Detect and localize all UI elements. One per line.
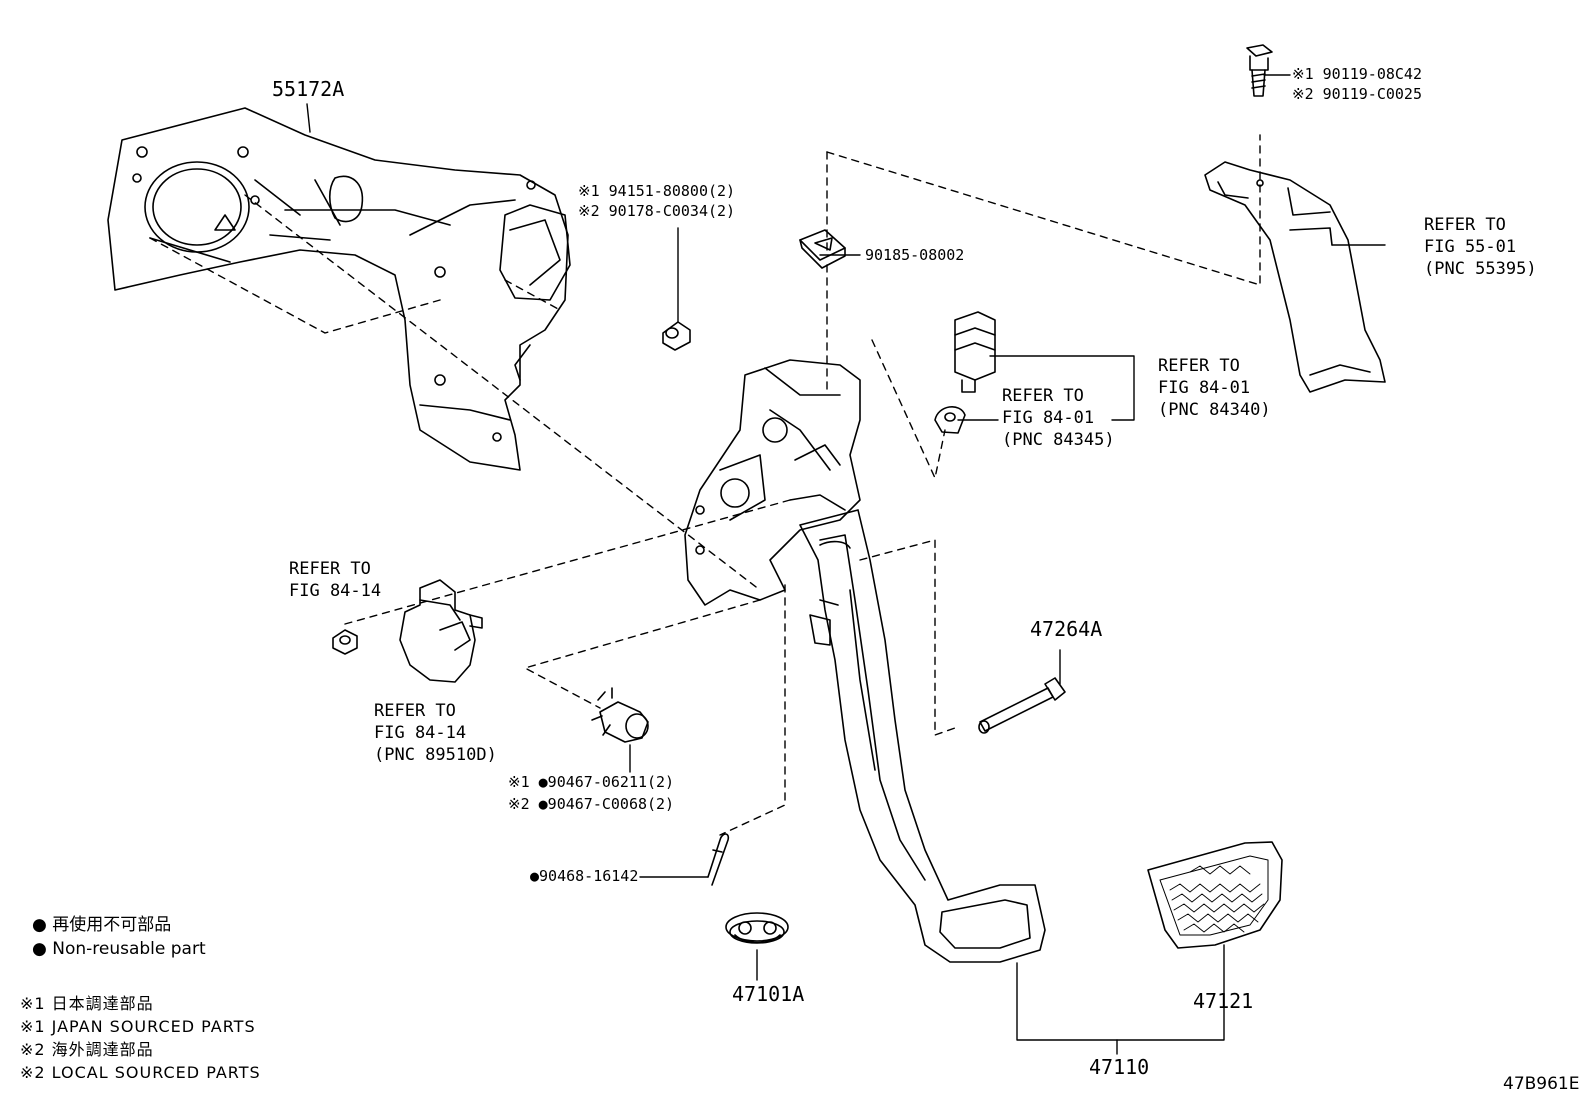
note-japan-sourced-jp: ※1 日本調達部品 bbox=[20, 994, 154, 1013]
pedal-pad-47121 bbox=[1147, 841, 1283, 949]
refer-89510-line3: (PNC 89510D) bbox=[374, 745, 497, 765]
label-90185: 90185-08002 bbox=[865, 246, 965, 264]
legend-non-reusable-en: ● Non-reusable part bbox=[32, 939, 206, 959]
note-local-sourced-en: ※2 LOCAL SOURCED PARTS bbox=[20, 1063, 261, 1082]
bushing-47101a bbox=[725, 912, 789, 944]
pin-47264a bbox=[978, 677, 1066, 734]
spring-pin-90468 bbox=[707, 833, 730, 886]
refer-84340-line3: (PNC 84340) bbox=[1158, 400, 1271, 420]
note-local-sourced-jp: ※2 海外調達部品 bbox=[20, 1040, 154, 1059]
label-90467-2: ※2 ●90467-C0068(2) bbox=[508, 795, 675, 813]
label-94151-2: ※2 90178-C0034(2) bbox=[578, 202, 736, 220]
label-47121: 47121 bbox=[1193, 989, 1254, 1013]
label-90119-1: ※1 90119-08C42 bbox=[1292, 65, 1422, 83]
label-94151-1: ※1 94151-80800(2) bbox=[578, 182, 736, 200]
label-90119-2: ※2 90119-C0025 bbox=[1292, 85, 1422, 103]
refer-89510-line2: FIG 84-14 bbox=[374, 723, 467, 743]
brake-pedal-47110 bbox=[799, 509, 1046, 963]
clip-90467 bbox=[591, 687, 649, 743]
illustration-code: 47B961E bbox=[1503, 1074, 1580, 1094]
refer-84340-line2: FIG 84-01 bbox=[1158, 378, 1251, 398]
assembly-lines bbox=[149, 134, 1261, 836]
label-47101a: 47101A bbox=[732, 982, 805, 1006]
nut-sensor bbox=[332, 629, 358, 655]
note-japan-sourced-en: ※1 JAPAN SOURCED PARTS bbox=[20, 1017, 256, 1036]
leader-lines bbox=[306, 74, 1386, 1055]
bolt-90119 bbox=[1246, 44, 1273, 97]
label-55172a: 55172A bbox=[272, 77, 345, 101]
refer-55395-line1: REFER TO bbox=[1424, 215, 1506, 235]
legend-non-reusable-jp: ● 再使用不可部品 bbox=[32, 915, 172, 935]
stop-lamp-switch bbox=[954, 311, 996, 393]
refer-55395-line2: FIG 55-01 bbox=[1424, 237, 1517, 257]
refer-55395-line3: (PNC 55395) bbox=[1424, 259, 1537, 279]
refer-8414-line2: FIG 84-14 bbox=[289, 581, 382, 601]
bracket-55395 bbox=[1204, 161, 1386, 393]
refer-89510-line1: REFER TO bbox=[374, 701, 456, 721]
pedal-bracket-55172a bbox=[107, 107, 571, 471]
label-47264a: 47264A bbox=[1030, 617, 1103, 641]
label-90468: ●90468-16142 bbox=[530, 867, 639, 885]
clip-90185 bbox=[799, 229, 846, 269]
refer-84345-line1: REFER TO bbox=[1002, 386, 1084, 406]
label-47110: 47110 bbox=[1089, 1055, 1150, 1079]
cushion-84345 bbox=[934, 406, 966, 434]
pedal-support bbox=[684, 359, 861, 606]
refer-84345-line2: FIG 84-01 bbox=[1002, 408, 1095, 428]
refer-84340-line1: REFER TO bbox=[1158, 356, 1240, 376]
label-90467-1: ※1 ●90467-06211(2) bbox=[508, 773, 675, 791]
refer-8414-line1: REFER TO bbox=[289, 559, 371, 579]
refer-84345-line3: (PNC 84345) bbox=[1002, 430, 1115, 450]
nut-94151 bbox=[662, 321, 691, 351]
stroke-sensor bbox=[399, 579, 483, 683]
